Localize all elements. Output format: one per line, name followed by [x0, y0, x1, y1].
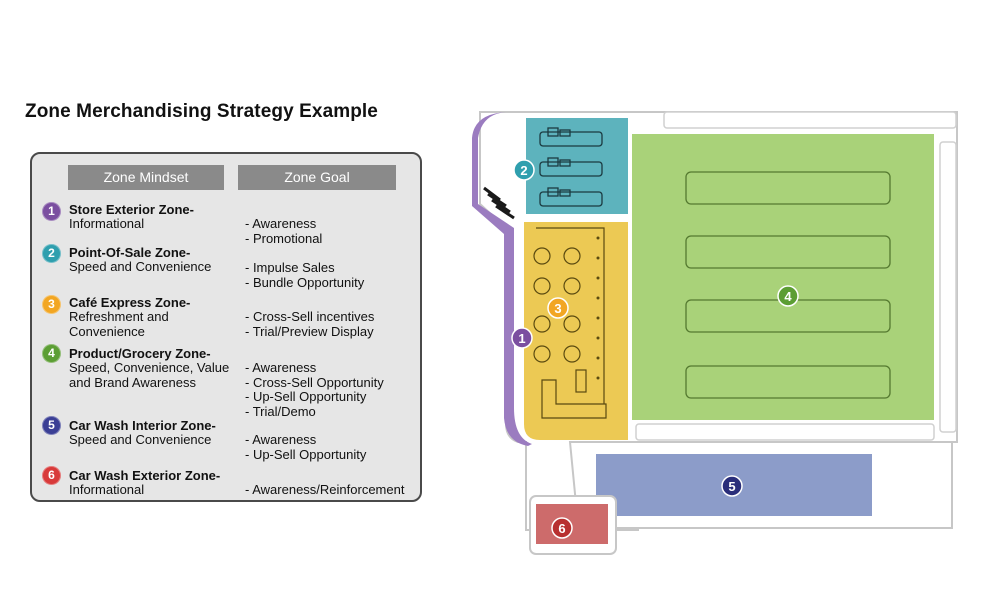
map-badge-3: 3: [547, 297, 569, 319]
store-exterior-zone-area: [472, 112, 532, 446]
zone-6-goal: - Awareness/Reinforcement: [245, 482, 405, 497]
zone-4-mindset: Speed, Convenience, Value and Brand Awar…: [69, 360, 230, 390]
cafe-counter-dots: [596, 236, 600, 380]
zone-3-goal: - Trial/Preview Display: [245, 323, 374, 339]
svg-text:5: 5: [728, 479, 735, 494]
map-zone-5-marker: [721, 475, 743, 497]
zone-5-mindset: Speed and Convenience: [69, 432, 212, 447]
right-shelf-strip: [939, 141, 957, 433]
zone-3-badge: 3: [42, 295, 61, 314]
car-wash-exterior-zone-area: [536, 504, 608, 544]
zone-4-goal: - Up-Sell Opportunity: [245, 389, 367, 404]
zone-2-mindset: Speed and Convenience: [69, 259, 212, 274]
page-title: Zone Merchandising Strategy Example: [25, 101, 378, 122]
zone-mindset-header: Zone Mindset: [68, 165, 224, 190]
map-zone-1-marker: [511, 327, 533, 349]
point-of-sale-zone-area: [526, 118, 628, 214]
zone-4-name: Product/Grocery Zone-: [69, 346, 211, 361]
map-zone-2-marker: [513, 159, 535, 181]
zone-4-badge: 4: [42, 344, 61, 363]
map-badge-1: 1: [511, 327, 533, 349]
zone-5-name: Car Wash Interior Zone-: [69, 418, 216, 433]
zone-4-goal: - Awareness: [245, 360, 317, 375]
top-shelf-strip: [663, 111, 957, 129]
zone-2-name: Point-Of-Sale Zone-: [69, 245, 191, 260]
zone-5-badge: 5: [42, 416, 61, 435]
zone-5-goal: - Awareness: [245, 432, 317, 447]
zone-goal-header: Zone Goal: [238, 165, 396, 190]
zone-6-badge: 6: [42, 466, 61, 485]
svg-text:6: 6: [558, 521, 565, 536]
zone-1-goal: - Awareness: [245, 216, 317, 231]
entrance-steps: [483, 186, 515, 220]
svg-text:4: 4: [784, 289, 792, 304]
map-zone-3-marker: [547, 297, 569, 319]
cafe-tables: [533, 227, 607, 419]
bottom-shelf-strip: [635, 423, 935, 441]
svg-text:3: 3: [554, 301, 561, 316]
svg-text:1: 1: [518, 331, 525, 346]
zone-4-goal: - Trial/Demo: [245, 403, 316, 419]
zone-6-name: Car Wash Exterior Zone-: [69, 468, 221, 483]
map-badge-4: 4: [777, 285, 799, 307]
zone-6-mindset: Informational: [69, 482, 145, 497]
zone-3-goal: - Cross-Sell incentives: [245, 309, 375, 324]
zone-2-badge: 2: [42, 244, 61, 263]
map-zone-6-marker: [551, 517, 573, 539]
zone-1-name: Store Exterior Zone-: [69, 202, 194, 217]
map-badge-6: 6: [551, 517, 573, 539]
zone-legend-panel: Zone Mindset Zone Goal 1 Store Exterior …: [30, 152, 422, 502]
zone-1-goal: - Promotional: [245, 230, 323, 246]
zone-2-goal: - Impulse Sales: [245, 260, 335, 275]
map-badge-2: 2: [513, 159, 535, 181]
zone-3-mindset: Refreshment and Convenience: [69, 309, 169, 339]
map-zone-4-marker: [777, 285, 799, 307]
store-floor-plan-map: 1 2 3 4 5 6: [472, 111, 958, 555]
svg-text:2: 2: [520, 163, 527, 178]
zone-5-goal: - Up-Sell Opportunity: [245, 446, 367, 462]
checkout-counters: [539, 127, 603, 207]
map-badge-5: 5: [721, 475, 743, 497]
zone-1-badge: 1: [42, 202, 61, 221]
zone-1-mindset: Informational: [69, 216, 145, 231]
zone-3-name: Café Express Zone-: [69, 295, 191, 310]
zone-4-goal: - Cross-Sell Opportunity: [245, 374, 384, 390]
product-grocery-zone-area: [632, 134, 934, 420]
zone-2-goal: - Bundle Opportunity: [245, 274, 365, 290]
